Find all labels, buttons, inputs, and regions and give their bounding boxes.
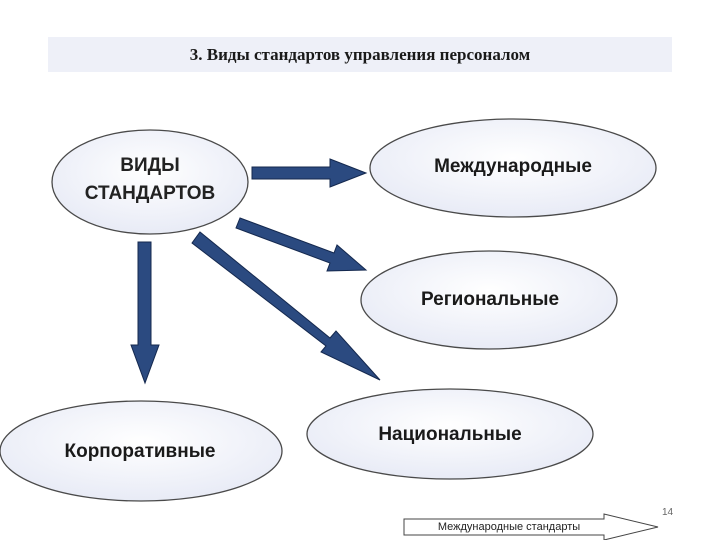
node-root-line1: ВИДЫ: [120, 155, 180, 176]
node-root-line2: СТАНДАРТОВ: [84, 183, 216, 204]
footer-nav-label[interactable]: Международные стандарты: [437, 520, 581, 533]
footer-nav-arrow[interactable]: [403, 513, 659, 540]
node-corporate-label: Корпоративные: [64, 441, 216, 462]
node-international-ellipse: [369, 118, 657, 218]
arrow-to-corporate: [130, 241, 160, 385]
node-regional-ellipse: [360, 250, 618, 350]
node-international-label: Международные: [434, 156, 592, 177]
node-regional-label: Региональные: [420, 289, 560, 310]
page-number: 14: [662, 507, 674, 518]
node-national-ellipse: [306, 388, 594, 480]
node-root-ellipse: [51, 129, 249, 235]
node-root-label: ВИДЫ СТАНДАРТОВ: [60, 152, 240, 208]
title-bar: 3. Виды стандартов управления персоналом: [48, 37, 672, 72]
node-corporate-ellipse: [0, 400, 283, 502]
arrow-to-regional: [235, 217, 368, 272]
slide-title: 3. Виды стандартов управления персоналом: [189, 44, 531, 64]
node-national-label: Национальные: [378, 424, 522, 445]
arrow-to-national: [191, 231, 381, 381]
arrow-to-international: [251, 158, 368, 188]
